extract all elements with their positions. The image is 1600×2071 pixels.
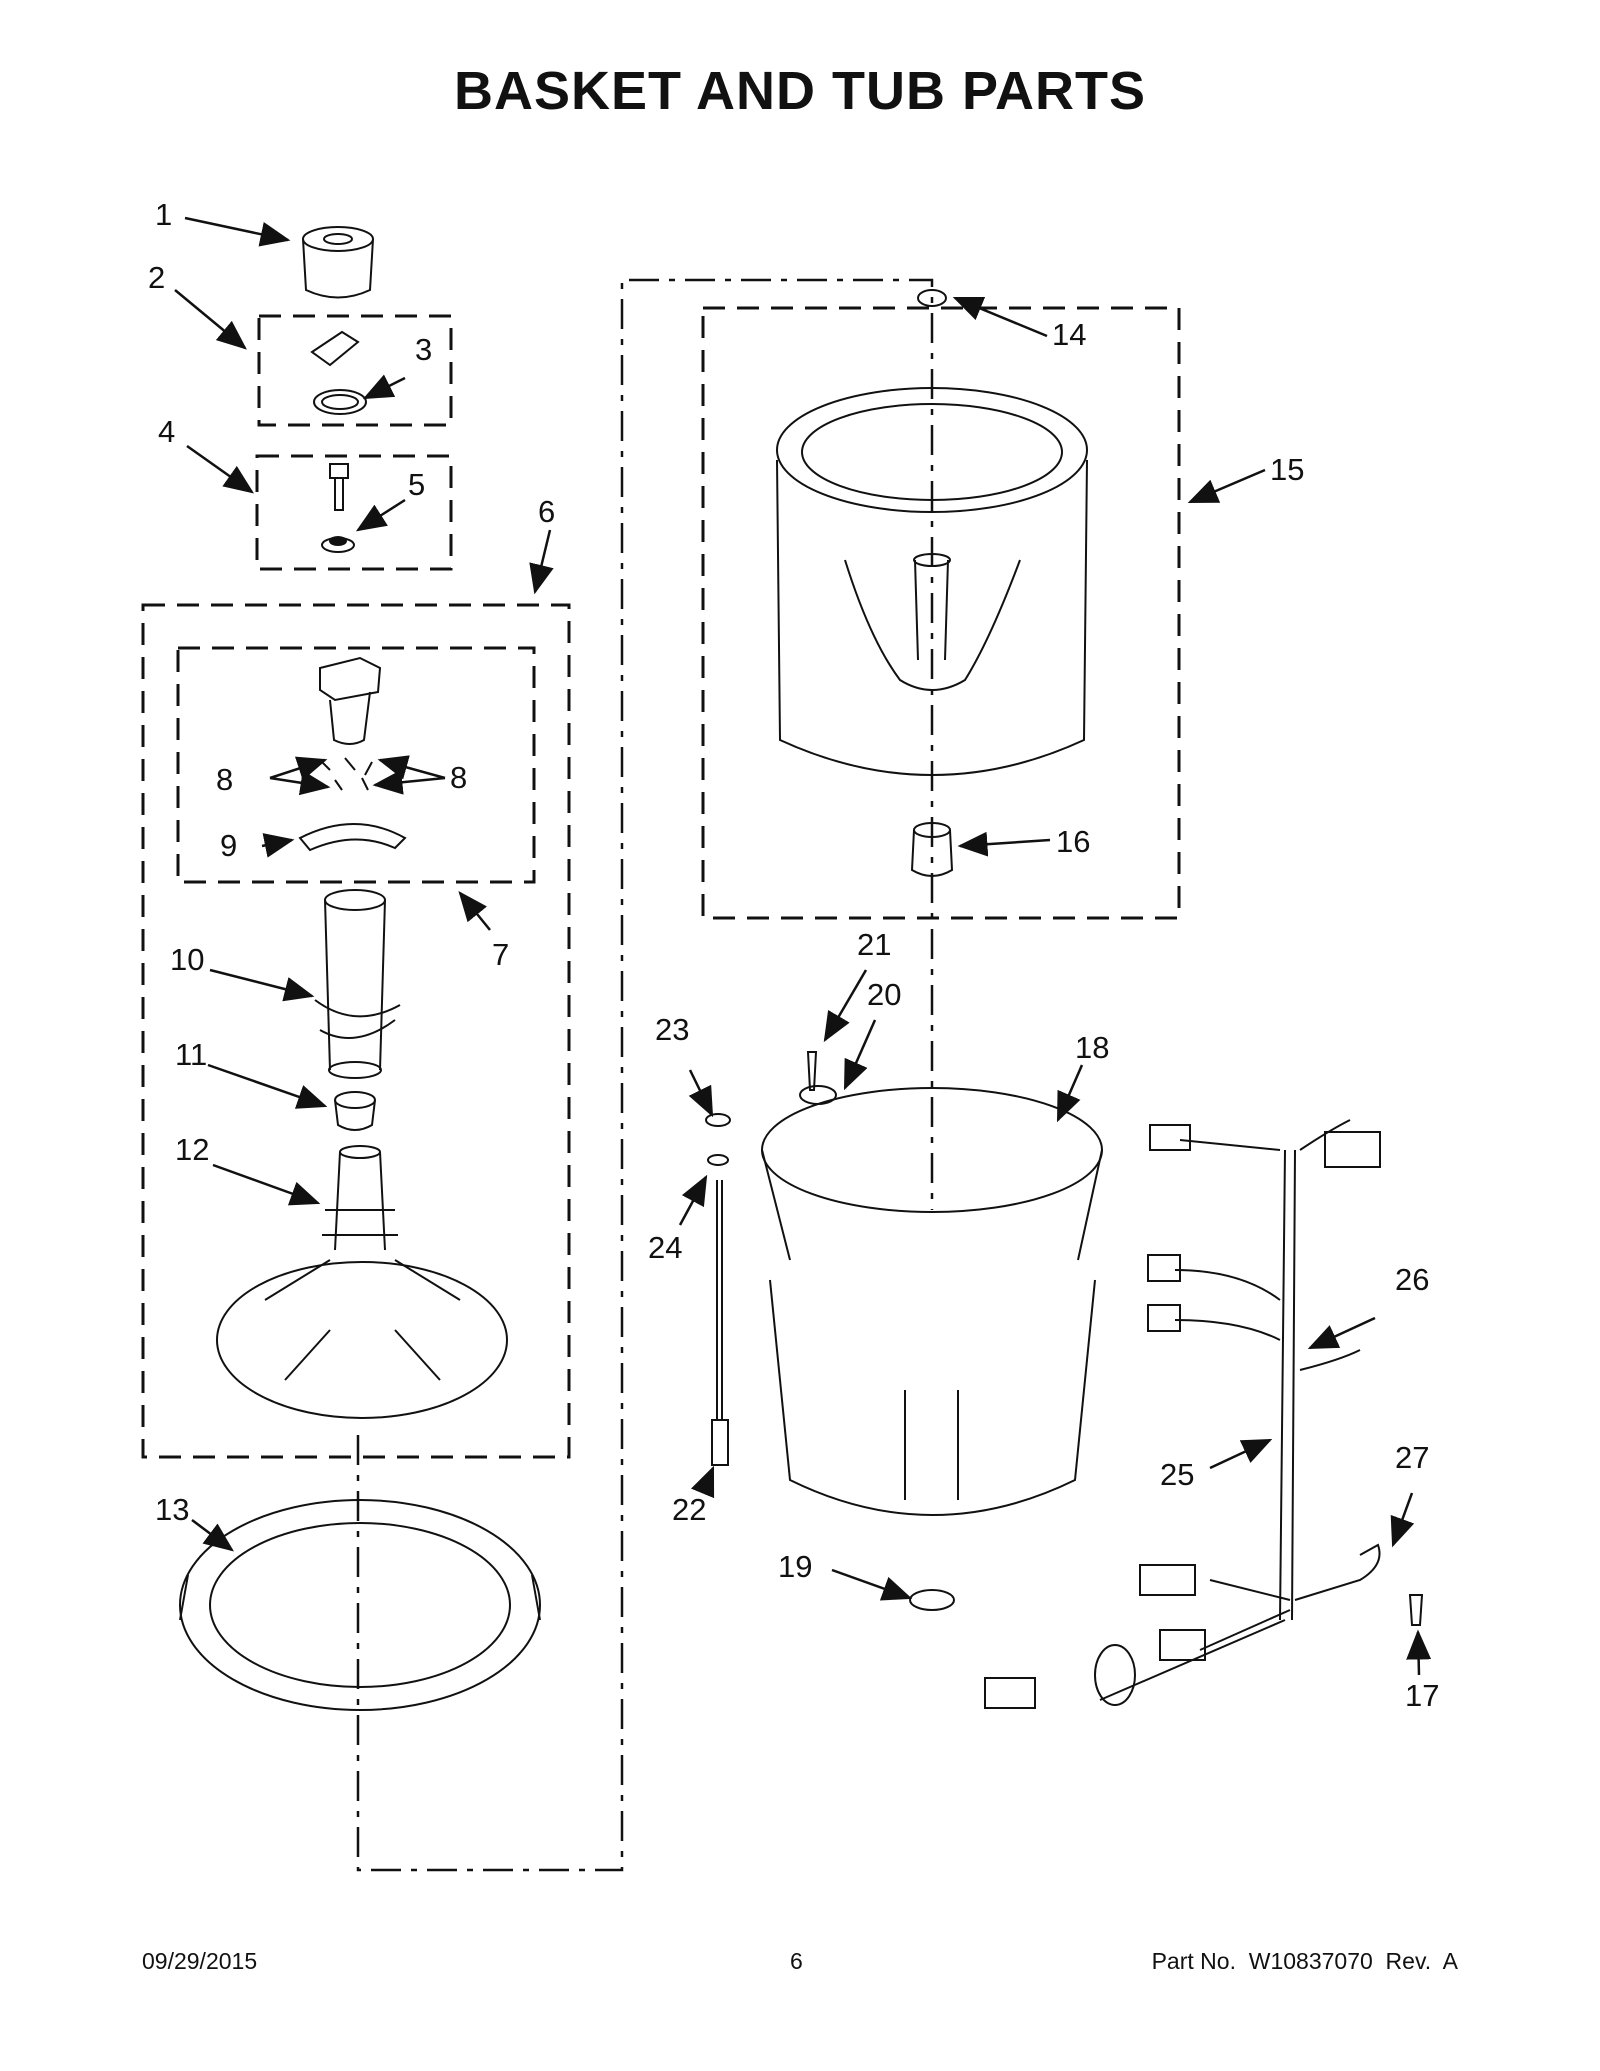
callout-7: 7: [492, 937, 509, 972]
tub-seal: [909, 1589, 955, 1611]
callout-1: 1: [155, 197, 172, 232]
footer-part-number: Part No. W10837070 Rev. A: [1151, 1948, 1458, 1974]
callout-3: 3: [415, 332, 432, 367]
agitator-base: [216, 1145, 508, 1419]
agitator-cam: [334, 1091, 376, 1131]
callout-8-right: 8: [450, 760, 467, 795]
group-box-7: [176, 646, 536, 884]
group-box-4: [255, 454, 453, 571]
suspension-rod: [705, 1113, 731, 1466]
basket-nut: [917, 289, 947, 307]
callout-25: 25: [1160, 1457, 1194, 1492]
upper-agitator: [298, 656, 407, 852]
callout-9: 9: [220, 828, 237, 863]
agitator-barrel: [314, 889, 401, 1079]
callout-14: 14: [1052, 317, 1086, 352]
seal-kit: [310, 330, 367, 415]
callout-19: 19: [778, 1549, 812, 1584]
page-title: BASKET AND TUB PARTS: [454, 61, 1146, 121]
harness-clamp: [1294, 1543, 1424, 1626]
callout-22: 22: [672, 1492, 706, 1527]
outer-tub: [761, 1087, 1103, 1516]
bolt-and-washer: [321, 463, 355, 553]
callout-10: 10: [170, 942, 204, 977]
callout-13: 13: [155, 1492, 189, 1527]
callout-26: 26: [1395, 1262, 1429, 1297]
callout-6: 6: [538, 494, 555, 529]
callout-15: 15: [1270, 452, 1304, 487]
callout-18: 18: [1075, 1030, 1109, 1065]
callout-24: 24: [648, 1230, 682, 1265]
agitator-cap: [302, 226, 374, 299]
callout-4: 4: [158, 414, 175, 449]
callout-21: 21: [857, 927, 891, 962]
footer-date: 09/29/2015: [142, 1948, 258, 1974]
assembly-centerline: [356, 278, 934, 1872]
callout-27: 27: [1395, 1440, 1429, 1475]
callout-5: 5: [408, 467, 425, 502]
screw-and-clip: [799, 1051, 837, 1105]
wash-basket: [776, 387, 1088, 776]
callout-17: 17: [1405, 1678, 1439, 1713]
group-box-15: [701, 306, 1181, 920]
callout-12: 12: [175, 1132, 209, 1167]
group-box-2: [257, 314, 453, 427]
callout-11: 11: [175, 1037, 207, 1072]
footer-page-number: 6: [790, 1948, 803, 1974]
tub-ring: [179, 1499, 541, 1711]
callout-8-left: 8: [216, 762, 233, 797]
wire-harness: [984, 1119, 1381, 1709]
callout-2: 2: [148, 260, 165, 295]
callout-20: 20: [867, 977, 901, 1012]
basket-hub: [910, 822, 954, 877]
group-box-6: [141, 603, 571, 1459]
callout-16: 16: [1056, 824, 1090, 859]
callout-23: 23: [655, 1012, 689, 1047]
callout-labels: 1 2 3 4 5 6 7 8 8 9 10 11 12 13 14 15 16…: [148, 197, 1439, 1713]
